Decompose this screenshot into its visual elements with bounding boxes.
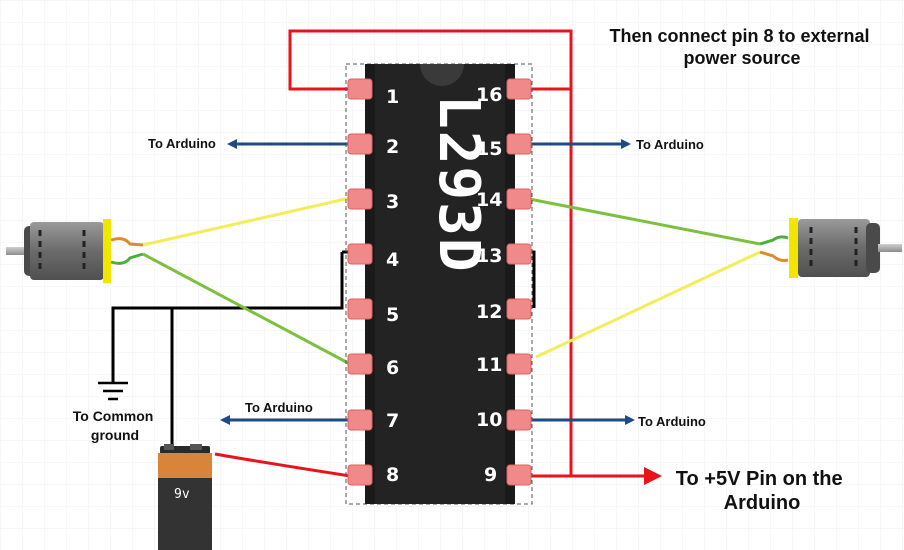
red-wire-vcc (288, 29, 573, 476)
pin-label-2: 2 (386, 136, 399, 158)
pin-label-3: 3 (386, 191, 399, 213)
right-motor[interactable] (759, 218, 902, 278)
battery-9v[interactable]: 9v (158, 444, 212, 550)
pin-label-1: 1 (386, 86, 399, 108)
power-note-line2: power source (683, 48, 800, 68)
arduino-5v-line2: Arduino (724, 492, 801, 514)
to-arduino-pin10: To Arduino (638, 414, 706, 429)
ground-symbol (98, 381, 128, 401)
right-pins (506, 78, 532, 486)
pin-label-14: 14 (476, 189, 502, 211)
arduino-5v-line1: To +5V Pin on the (676, 468, 843, 490)
left-pins (347, 78, 373, 486)
common-ground-line1: To Common (73, 408, 154, 424)
battery-label: 9v (174, 487, 190, 502)
pin-label-6: 6 (386, 357, 399, 379)
left-motor[interactable] (6, 219, 144, 283)
green-wire-left (142, 252, 351, 366)
to-arduino-pin15: To Arduino (636, 137, 704, 152)
common-ground-note: To Common ground (73, 408, 158, 443)
arduino-5v-note: To +5V Pin on the Arduino (676, 468, 848, 514)
power-note: Then connect pin 8 to external power sou… (609, 26, 874, 68)
to-arduino-pin7: To Arduino (245, 400, 313, 415)
power-note-line1: Then connect pin 8 to external (609, 26, 869, 46)
pin-label-4: 4 (386, 249, 399, 271)
pin-label-11: 11 (476, 354, 502, 376)
yellow-wire-left (142, 196, 351, 247)
pin-label-13: 13 (476, 245, 502, 267)
pin-label-15: 15 (476, 138, 502, 160)
pin-label-5: 5 (386, 304, 399, 326)
common-ground-line2: ground (91, 427, 139, 443)
pin-label-9: 9 (484, 464, 497, 486)
green-wire-right (523, 196, 761, 246)
red-wire-battery (214, 452, 351, 478)
l293d-chip[interactable]: L293D (345, 63, 533, 505)
pin-label-8: 8 (386, 464, 399, 486)
pin-label-16: 16 (476, 84, 502, 106)
pin-label-7: 7 (386, 410, 399, 432)
pin-label-12: 12 (476, 301, 502, 323)
red-arrowhead (644, 467, 662, 485)
pin-label-10: 10 (476, 409, 502, 431)
black-wire-ground (111, 252, 344, 382)
yellow-wire-right (535, 250, 761, 359)
to-arduino-pin2: To Arduino (148, 136, 216, 151)
chip-label: L293D (426, 95, 491, 274)
